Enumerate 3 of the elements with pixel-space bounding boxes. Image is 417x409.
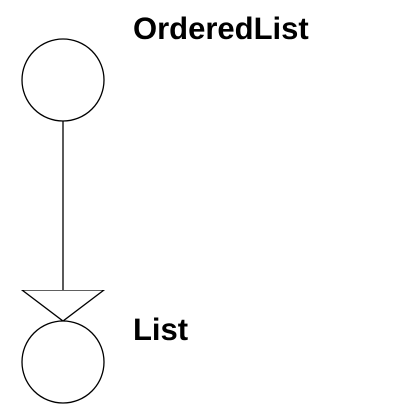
generalization-arrow [21, 121, 105, 322]
class-name: OrderedList [133, 13, 309, 44]
class-name: List [133, 314, 188, 345]
